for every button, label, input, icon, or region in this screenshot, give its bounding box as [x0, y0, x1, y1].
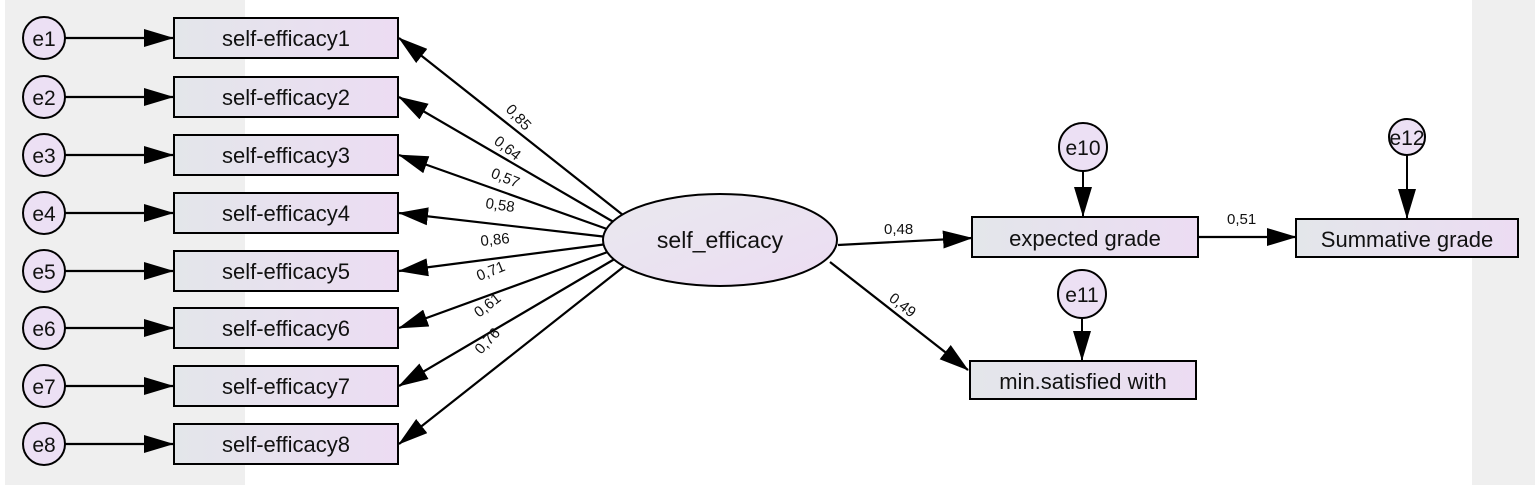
indicator-label-5: self-efficacy5 — [222, 259, 350, 284]
expected-grade-box[interactable] — [971, 216, 1199, 258]
error-e4-label: e4 — [32, 203, 56, 226]
loading-arrow-8 — [398, 264, 627, 445]
loading-coef-4: 0,58 — [484, 195, 515, 216]
indicator-box-6[interactable] — [173, 307, 399, 349]
indicator-box-5[interactable] — [173, 250, 399, 292]
indicator-box-4[interactable] — [173, 192, 399, 234]
error-e11-label: e11 — [1065, 284, 1098, 307]
indicator-box-1[interactable] — [173, 17, 399, 59]
loading-coef-8: 0,76 — [471, 325, 503, 358]
indicator-label-2: self-efficacy2 — [222, 85, 350, 110]
indicator-box-7[interactable] — [173, 365, 399, 407]
indicator-label-3: self-efficacy3 — [222, 143, 350, 168]
loading-arrow-7 — [398, 257, 617, 387]
indicator-box-2[interactable] — [173, 76, 399, 118]
error-e3-label: e3 — [32, 145, 55, 168]
path-arrow-satisfied — [829, 261, 969, 371]
error-e5-label: e5 — [32, 261, 55, 284]
path-coef-expected: 0,48 — [884, 221, 913, 238]
indicator-label-8: self-efficacy8 — [222, 432, 350, 457]
min-satisfied-box[interactable] — [969, 360, 1197, 400]
loading-arrow-3 — [398, 153, 611, 232]
error-e10-label: e10 — [1065, 137, 1100, 160]
loading-arrow-5 — [398, 242, 608, 277]
indicator-label-4: self-efficacy4 — [222, 201, 350, 226]
indicator-label-1: self-efficacy1 — [222, 26, 350, 51]
error-e7-label: e7 — [32, 376, 55, 399]
error-e6-label: e6 — [32, 318, 55, 341]
error-e1-label: e1 — [32, 28, 55, 51]
summative-grade-box[interactable] — [1295, 218, 1519, 258]
path-arrow-expected — [837, 230, 973, 249]
path-coef-summative: 0,51 — [1227, 211, 1256, 228]
loading-arrow-2 — [398, 96, 616, 224]
latent-self-efficacy-ellipse[interactable] — [602, 193, 838, 287]
expected-grade-label: expected grade — [1009, 226, 1161, 251]
path-coef-satisfied: 0,49 — [886, 290, 919, 321]
error-e12-label: e12 — [1389, 127, 1424, 150]
loading-coef-7: 0,61 — [471, 290, 504, 321]
error-e8-label: e8 — [32, 434, 55, 457]
loading-arrow-4 — [398, 207, 608, 239]
indicator-box-3[interactable] — [173, 134, 399, 176]
loading-arrow-1 — [398, 37, 625, 217]
left-background-panel — [5, 0, 245, 485]
error-e2-label: e2 — [32, 87, 55, 110]
indicator-box-8[interactable] — [173, 423, 399, 465]
indicator-label-6: self-efficacy6 — [222, 316, 350, 341]
loading-coef-5: 0,86 — [480, 230, 511, 250]
loading-coef-1: 0,85 — [502, 101, 534, 134]
loading-arrow-6 — [398, 249, 611, 330]
latent-label: self_efficacy — [657, 227, 784, 253]
indicator-label-7: self-efficacy7 — [222, 374, 350, 399]
summative-grade-label: Summative grade — [1321, 227, 1493, 252]
min-satisfied-label: min.satisfied with — [999, 369, 1167, 394]
loading-coef-6: 0,71 — [474, 258, 507, 285]
